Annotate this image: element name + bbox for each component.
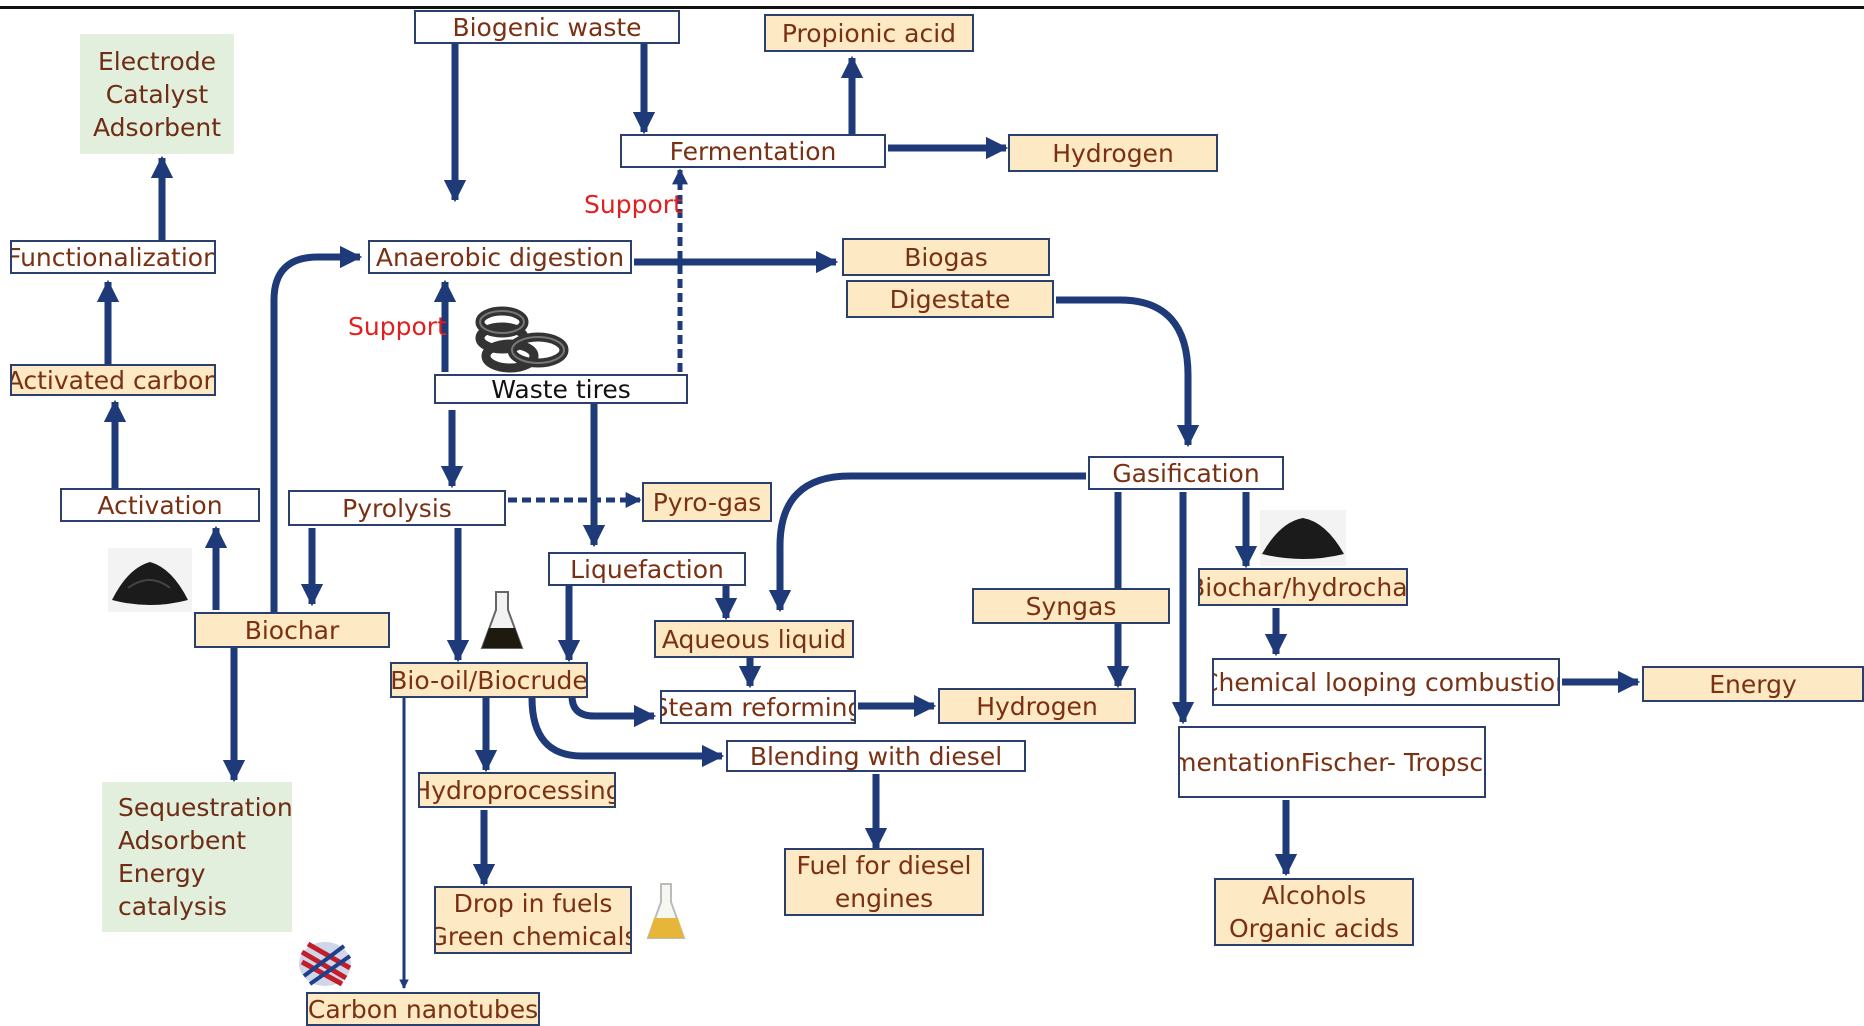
node-energy: Energy [1642,666,1864,702]
alcohols-line-2: Organic acids [1228,914,1400,943]
top-rule [0,6,1864,9]
arrow-gasification-to-aqueous [768,472,1086,613]
dropin-line-1: Drop in fuels [453,889,613,918]
use-fischer-tropsch: Fischer- Tropsch synthesis [1300,747,1484,777]
node-hydrogen-fermentation: Hydrogen [1008,134,1218,172]
node-biogenic-waste: Biogenic waste [414,10,680,44]
node-propionic-acid: Propionic acid [764,14,974,52]
node-anaerobic-digestion: Anaerobic digestion [368,240,632,274]
biochar-powder-icon [108,548,192,612]
node-chemical-looping: Chemical looping combustion [1212,658,1560,706]
node-hydroprocessing: Hydroprocessing [418,772,616,808]
use-energy: Energy [118,859,206,888]
node-biochar-uses: Sequestration Adsorbent Energy catalysis [102,782,292,932]
node-biochar-hydrochar: Biochar/hydrochar [1198,568,1408,606]
node-syngas-uses: Syngas fermentation Fischer- Tropsch syn… [1178,726,1486,798]
node-activation: Activation [60,488,260,522]
node-biochar: Biochar [194,612,390,648]
biochar-hydrochar-powder-icon [1260,510,1346,566]
node-alcohols: Alcohols Organic acids [1214,878,1414,946]
use-adsorbent: Adsorbent [118,826,247,855]
node-digestate: Digestate [846,280,1054,318]
use-adsorbent: Adsorbent [92,112,222,142]
arrow-biochar-to-digestion [270,245,363,612]
node-bio-oil-biocrude: Bio-oil/Biocrude [390,662,588,698]
fuel-line-1: Fuel for diesel [796,851,972,880]
node-blending-diesel: Blending with diesel [726,740,1026,772]
node-fermentation: Fermentation [620,134,886,168]
node-functionalization: Functionalization [10,240,216,274]
node-electrode-uses: Electrode Catalyst Adsorbent [80,34,234,154]
arrow-digestate-to-gasification [1056,296,1200,448]
label-support-digestion: Support [348,312,447,341]
node-aqueous-liquid: Aqueous liquid [654,620,854,658]
green-chemicals-flask-icon [646,883,686,939]
use-sequestration: Sequestration [118,793,292,822]
node-drop-in-fuels: Drop in fuels Green chemicals [434,886,632,954]
use-syngas-fermentation: Syngas fermentation [1180,747,1301,777]
node-hydrogen-steam: Hydrogen [938,688,1136,724]
node-gasification: Gasification [1088,456,1284,490]
node-biogas: Biogas [842,238,1050,276]
dropin-line-2: Green chemicals [434,922,632,951]
node-steam-reforming: Steam reforming [660,690,856,724]
node-pyrolysis: Pyrolysis [288,490,506,526]
tires-icon [475,306,569,373]
node-syngas: Syngas [972,588,1170,624]
arrow-biooil-to-blending [528,697,725,768]
fuel-line-2: engines [834,884,934,913]
use-electrode: Electrode [98,46,216,76]
bio-oil-flask-icon [480,591,524,649]
carbon-nanotube-icon [299,941,352,987]
use-catalysis: catalysis [118,892,227,921]
node-fuel-diesel: Fuel for diesel engines [784,848,984,916]
node-waste-tires: Waste tires [434,374,688,404]
arrow-biooil-to-steam [568,695,657,728]
node-carbon-nanotubes: Carbon nanotubes [306,992,540,1026]
node-activated-carbon: Activated carbon [10,364,216,396]
node-liquefaction: Liquefaction [548,552,746,586]
node-pyro-gas: Pyro-gas [642,482,772,522]
use-catalyst: Catalyst [105,79,209,109]
alcohols-line-1: Alcohols [1261,881,1367,910]
label-support-fermentation: Support [584,190,683,219]
